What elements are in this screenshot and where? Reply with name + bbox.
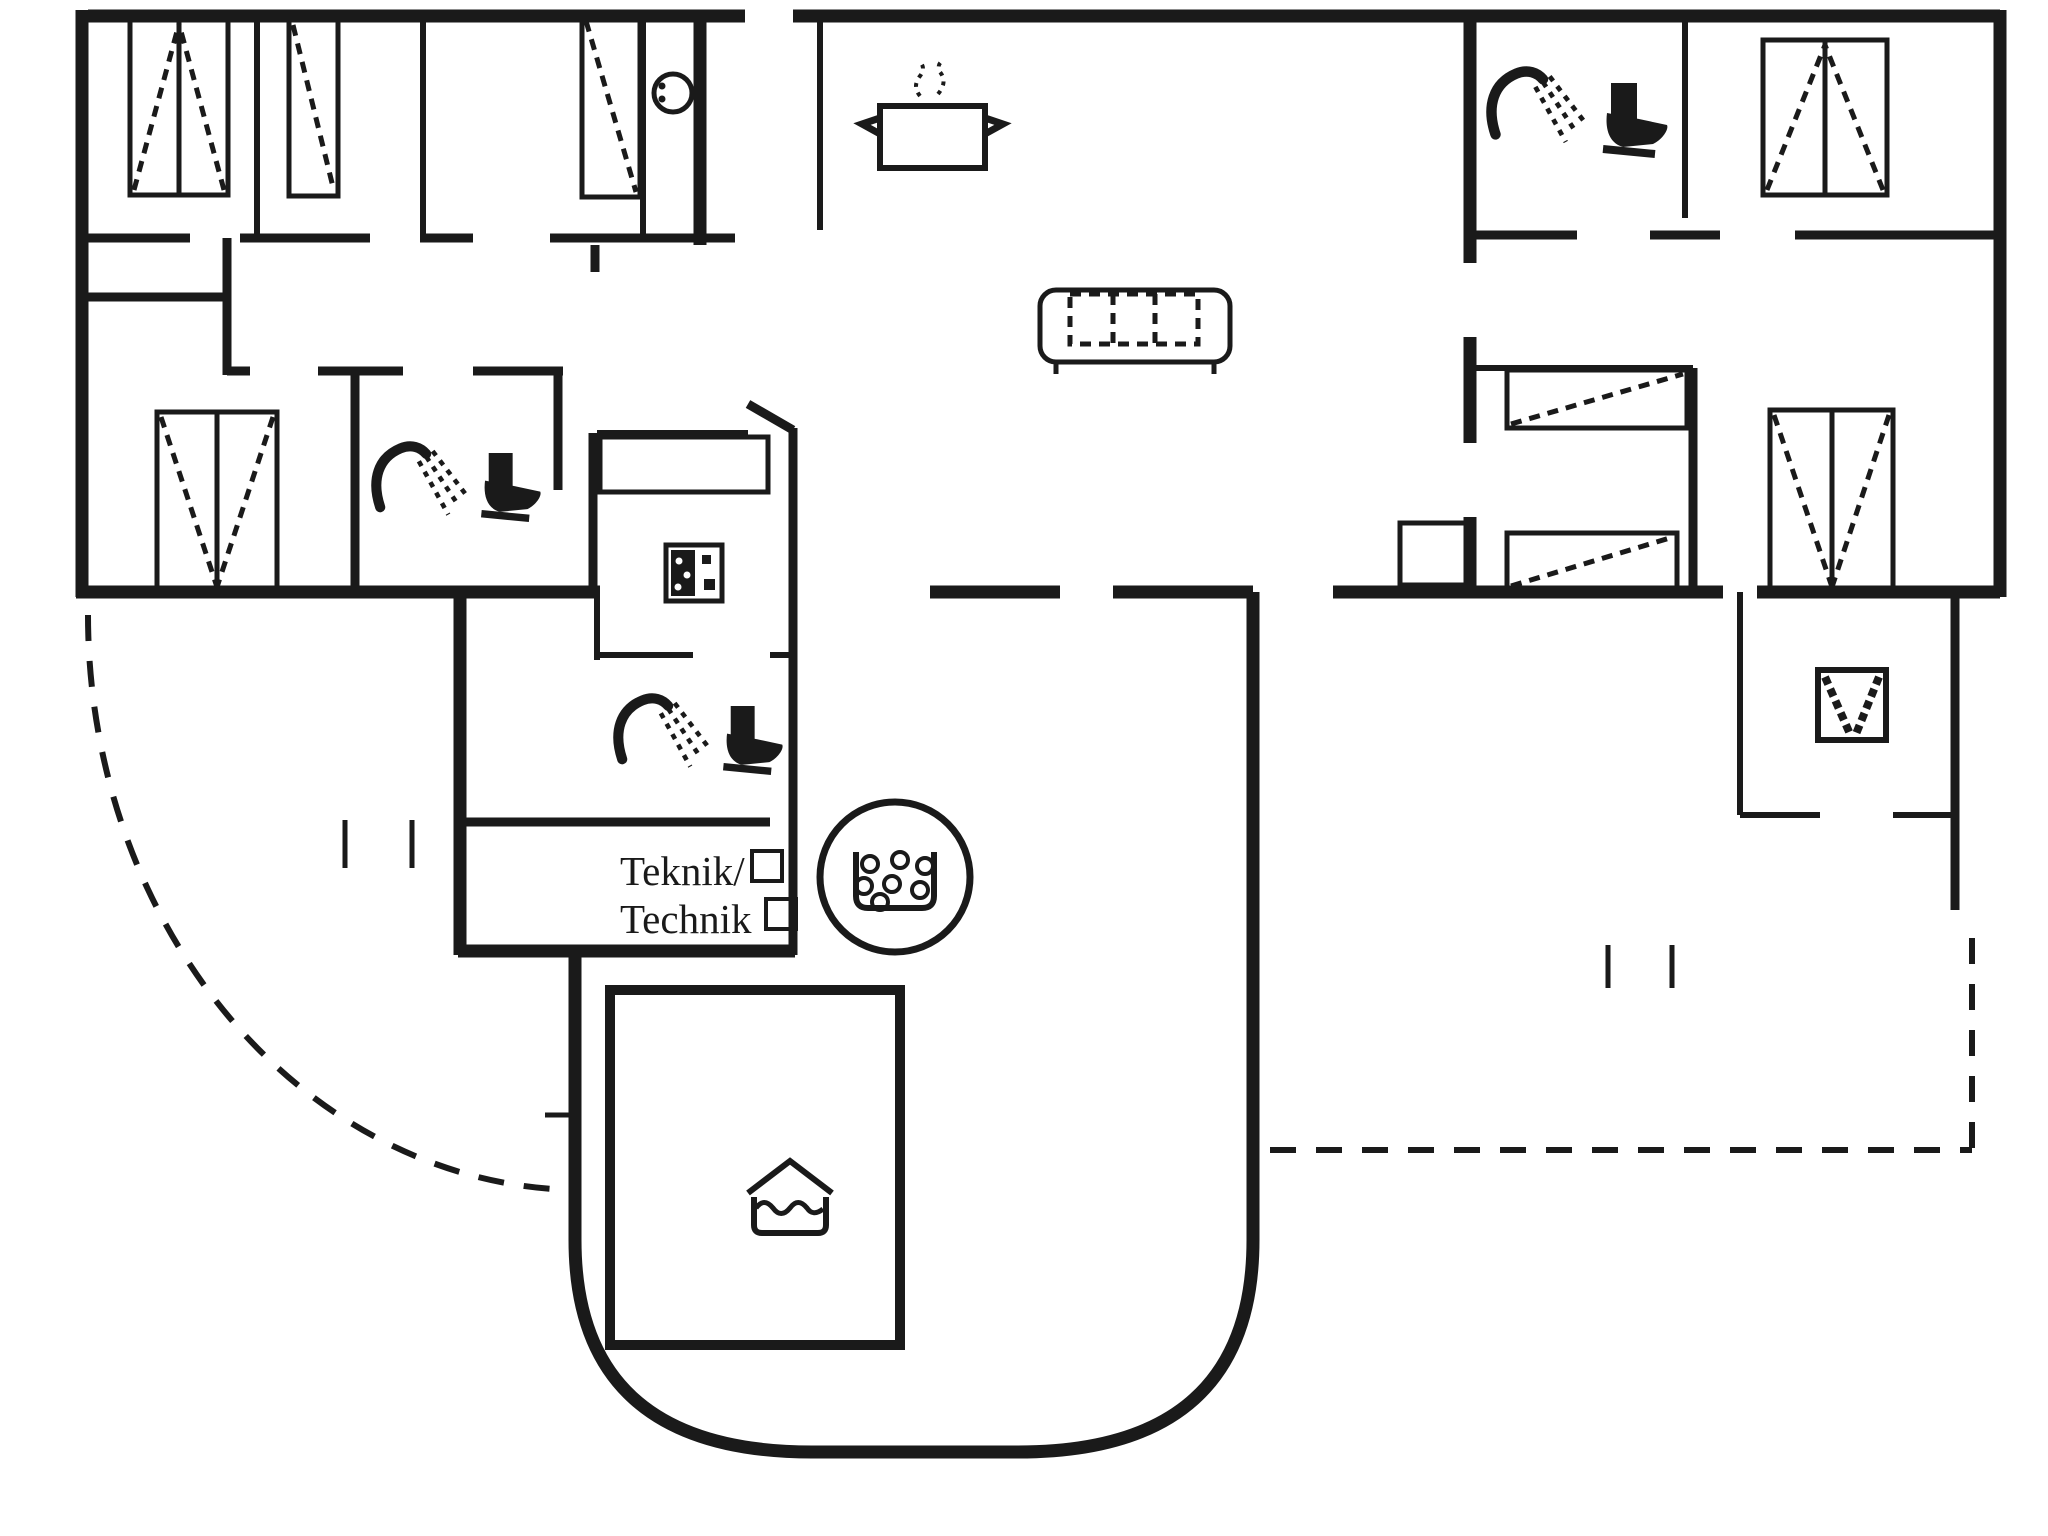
sofa: [1037, 287, 1233, 374]
shower-icon: [376, 446, 465, 514]
swimming-pool-basin: [605, 985, 905, 1350]
double-bed: [1767, 407, 1896, 595]
single-bed: [579, 13, 643, 200]
shower-icon: [618, 698, 707, 766]
interior-walls: [82, 16, 2000, 955]
side-table: [1397, 520, 1471, 588]
hot-tub-icon: [820, 802, 970, 952]
checkbox-square: [750, 849, 784, 883]
stove-icon: [1818, 670, 1886, 740]
teknik-label-line2: Technik: [620, 896, 752, 942]
teknik-label-line1: Teknik/: [620, 848, 745, 894]
indoor-pool-icon: [748, 1161, 832, 1233]
double-bed: [127, 15, 231, 198]
checkbox-square: [764, 897, 798, 931]
toilet-icon: [481, 453, 540, 518]
cooking-pot-icon: [862, 60, 1003, 168]
teknik-room-label: Teknik/ Technik: [620, 848, 798, 942]
beds: [127, 13, 1896, 595]
bunk-bed: [1504, 530, 1680, 593]
double-bed: [1760, 37, 1890, 198]
terrace-outlines: [85, 614, 1975, 1193]
toilet-icon: [1603, 83, 1667, 154]
bunk-bed: [1504, 367, 1690, 431]
sink-icon: [654, 74, 692, 112]
left-terrace-arc: [85, 614, 576, 1193]
washing-machine-icon: [666, 545, 722, 601]
counter: [597, 434, 771, 495]
single-bed: [286, 17, 341, 199]
double-bed: [154, 409, 280, 595]
exterior-walls: [75, 9, 2007, 1459]
shower-icon: [1492, 71, 1584, 142]
toilet-icon: [723, 706, 782, 771]
